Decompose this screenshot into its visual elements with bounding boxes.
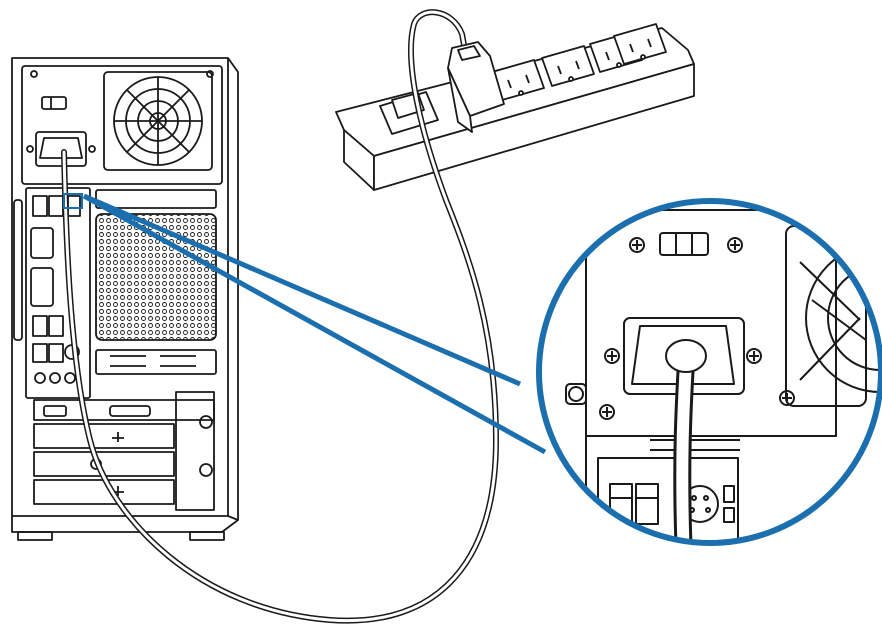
power-inlet-icon xyxy=(26,131,96,167)
usb-port-icon xyxy=(32,195,64,363)
callout-detail xyxy=(536,198,882,546)
outlet-4 xyxy=(613,23,667,65)
callout-beam xyxy=(63,193,547,455)
power-plug-icon xyxy=(447,41,505,133)
power-cable xyxy=(61,9,500,624)
power-strip xyxy=(335,23,695,191)
pc-tower xyxy=(11,57,239,541)
outlet-2 xyxy=(541,45,595,87)
fan-grill-icon xyxy=(103,71,213,171)
